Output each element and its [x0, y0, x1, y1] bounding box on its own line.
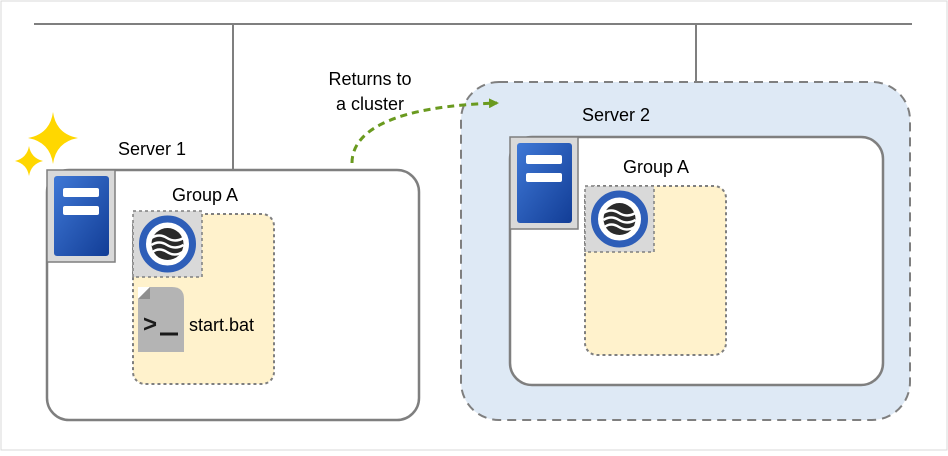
svg-text:>: >: [143, 311, 157, 338]
server1-group-label: Group A: [172, 185, 238, 205]
annotation-line2: a cluster: [336, 94, 404, 114]
annotation-line1: Returns to: [328, 69, 411, 89]
server2-group-label: Group A: [623, 157, 689, 177]
server2-label: Server 2: [582, 105, 650, 125]
sparkle-icon: [15, 112, 78, 176]
cluster-resource-icon: [132, 210, 203, 278]
server1-label: Server 1: [118, 139, 186, 159]
script-label: start.bat: [189, 315, 254, 335]
server-icon: [509, 136, 579, 230]
cluster-resource-icon: [584, 185, 655, 253]
server-icon: [46, 169, 116, 263]
script-file-icon: >: [138, 287, 184, 352]
curved-arrow-icon: [350, 98, 499, 164]
